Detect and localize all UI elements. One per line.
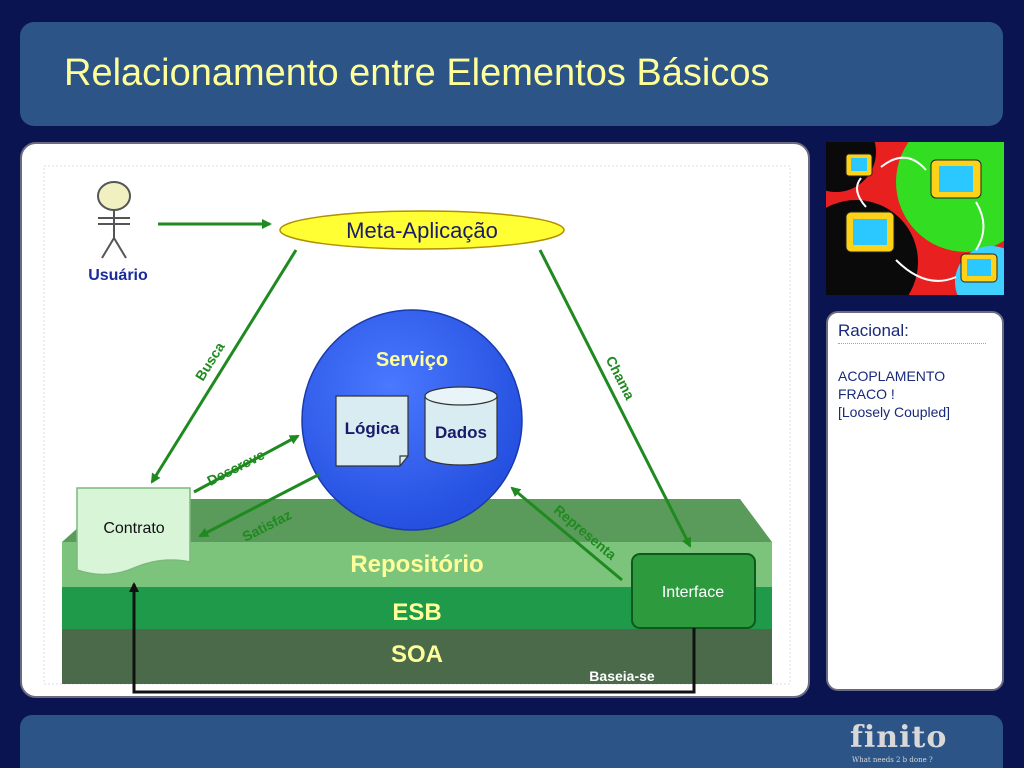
chama-label: Chama (603, 353, 639, 402)
racional-line: [Loosely Coupled] (838, 404, 951, 420)
meta-app-label: Meta-Aplicação (346, 218, 498, 243)
representa-arrow (510, 486, 623, 582)
busca-arrow (150, 249, 298, 484)
racional-line: ACOPLAMENTO (838, 368, 946, 384)
data-cylinder-icon (424, 386, 498, 466)
title-bar: Relacionamento entre Elementos Básicos (20, 22, 1003, 126)
user-icon (97, 181, 131, 259)
logo-tagline: What needs 2 b done ? (852, 756, 933, 764)
logic-label: Lógica (345, 419, 400, 438)
satisfaz-arrow (198, 472, 321, 538)
repository-label: Repositório (350, 551, 483, 578)
baseia-label: Baseia-se (589, 668, 655, 684)
networked-computers-illustration (794, 112, 1024, 324)
diagram-panel: Repositório ESB SOA Usuário Meta-Aplicaç… (20, 142, 810, 698)
contract-node (76, 487, 191, 576)
chama-arrow (538, 249, 692, 548)
meta-app-node (279, 210, 565, 250)
soa-layer (62, 629, 772, 684)
busca-label: Busca (192, 339, 228, 383)
racional-line: FRACO ! (838, 386, 895, 402)
logic-doc-icon (335, 395, 409, 467)
service-node (301, 309, 523, 531)
descreve-arrow (193, 434, 300, 494)
data-label: Dados (435, 423, 487, 442)
user-label: Usuário (88, 267, 148, 284)
footer-bar (20, 715, 1003, 768)
logo-text: finito (850, 720, 948, 755)
logic-doc-fold (399, 455, 408, 466)
service-label: Serviço (376, 349, 448, 371)
racional-panel: Racional: ACOPLAMENTO FRACO ! [Loosely C… (826, 311, 1004, 691)
esb-label: ESB (392, 599, 441, 626)
soa-label: SOA (391, 641, 443, 668)
contract-label: Contrato (103, 520, 164, 537)
baseia-arrow (129, 582, 696, 694)
arrows-icon (856, 156, 985, 282)
computer-icon (845, 153, 998, 283)
descreve-label: Descreve (204, 446, 267, 489)
page-title: Relacionamento entre Elementos Básicos (64, 52, 770, 94)
racional-title: Racional: (838, 321, 986, 344)
finito-logo: finito What needs 2 b done ? (850, 718, 960, 766)
diagram-canvas: Repositório ESB SOA Usuário Meta-Aplicaç… (43, 165, 791, 694)
interface-label: Interface (662, 584, 724, 601)
racional-body: ACOPLAMENTO FRACO ! [Loosely Coupled] (838, 367, 998, 421)
